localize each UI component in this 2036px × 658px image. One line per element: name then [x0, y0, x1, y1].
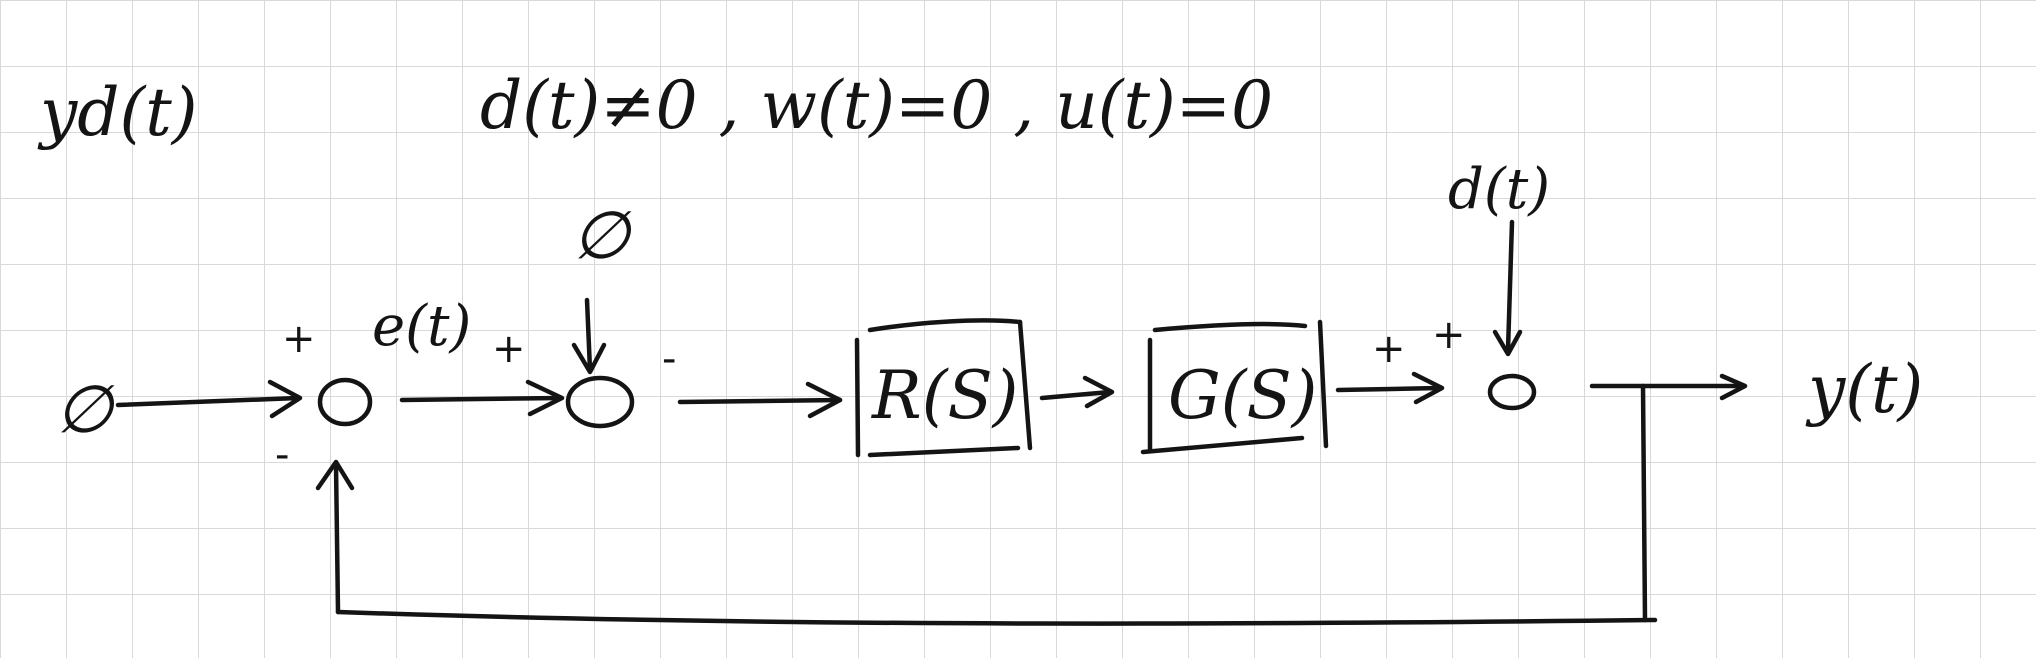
setpoint-label: yd(t) [37, 74, 198, 151]
feedback-takeoff-line [1640, 383, 1648, 623]
summing-junction-1 [317, 377, 373, 427]
plant-to-sum3-arrow [1335, 385, 1443, 393]
w-arrowhead [571, 342, 607, 375]
plant-block-right [1317, 319, 1329, 449]
controller-block-top [867, 318, 1023, 333]
feedback-up-line [333, 462, 341, 615]
disturbance-label: d(t) [1448, 157, 1550, 222]
controller-label: R(S) [871, 357, 1018, 434]
controller-to-plant-arrowhead [1082, 375, 1115, 409]
output-label: y(t) [1805, 351, 1923, 428]
plant-block-bottom [1140, 435, 1305, 455]
output-arrowhead [1719, 373, 1748, 401]
error-label: e(t) [372, 294, 471, 359]
sum1-plus-sign: + [282, 316, 316, 362]
conditions-label: d(t)≠0 , w(t)=0 , u(t)=0 [480, 67, 1273, 144]
disturbance-arrow [1505, 219, 1515, 353]
plant-label: G(S) [1168, 357, 1317, 434]
sum2-minus-sign: - [662, 336, 676, 382]
sum1-minus-sign: - [275, 432, 289, 478]
w-arrow [584, 297, 593, 373]
input-arrowhead [267, 379, 303, 419]
sum2-to-controller-arrow [677, 397, 843, 405]
w-zero-symbol: ∅ [572, 197, 632, 274]
summing-junction-2 [565, 375, 635, 429]
sum3-plus-left-sign: + [1372, 326, 1406, 372]
error-arrow [399, 395, 563, 403]
sum2-to-controller-arrowhead [805, 381, 843, 419]
plant-block-top [1152, 321, 1308, 333]
feedback-bottom-line [335, 609, 1658, 626]
sum2-plus-sign: + [492, 326, 526, 372]
summing-junction-3 [1487, 373, 1537, 411]
input-zero-symbol: ∅ [55, 371, 115, 448]
controller-block-bottom [867, 445, 1021, 458]
controller-to-plant-arrow [1039, 389, 1113, 401]
feedback-arrowhead [315, 459, 355, 491]
controller-block-right [1017, 319, 1033, 451]
controller-block-left [854, 337, 861, 458]
disturbance-arrowhead [1492, 329, 1523, 357]
sum3-plus-top-sign: + [1432, 312, 1466, 358]
input-arrow [115, 395, 301, 408]
error-arrowhead [525, 379, 565, 417]
plant-to-sum3-arrowhead [1411, 371, 1445, 405]
